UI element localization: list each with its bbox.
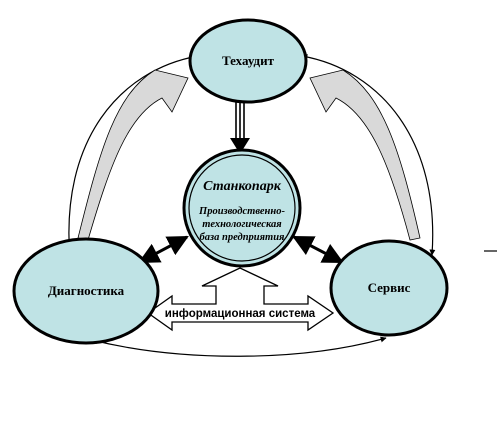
connector-top-left xyxy=(66,54,199,259)
info-system-arrow xyxy=(146,267,335,332)
swoosh-arrow-left xyxy=(77,69,189,241)
node-machine-park-subline-2: технологическая xyxy=(202,219,282,230)
node-tech-audit: Техаудит xyxy=(188,18,308,104)
node-service: Сервис xyxy=(329,239,449,337)
info-system-label: информационная система xyxy=(165,308,316,320)
node-machine-park-label: Станкопарк xyxy=(203,179,282,194)
node-machine-park: Станкопарк Производственно- технологичес… xyxy=(182,148,302,268)
node-diagnostics: Диагностика xyxy=(12,237,160,345)
node-service-label: Сервис xyxy=(368,280,411,295)
node-tech-audit-label: Техаудит xyxy=(222,53,275,68)
triple-arrow-down xyxy=(230,97,250,154)
connector-left-right xyxy=(91,336,387,357)
swoosh-arrow-right xyxy=(309,69,421,241)
node-machine-park-subline-1: Производственно- xyxy=(198,206,285,217)
connector-top-right xyxy=(301,54,436,256)
node-machine-park-subline-3: база предприятия xyxy=(200,232,286,243)
arrow-center-right xyxy=(292,235,344,264)
arrow-center-left xyxy=(138,235,189,264)
node-diagnostics-label: Диагностика xyxy=(48,283,125,298)
